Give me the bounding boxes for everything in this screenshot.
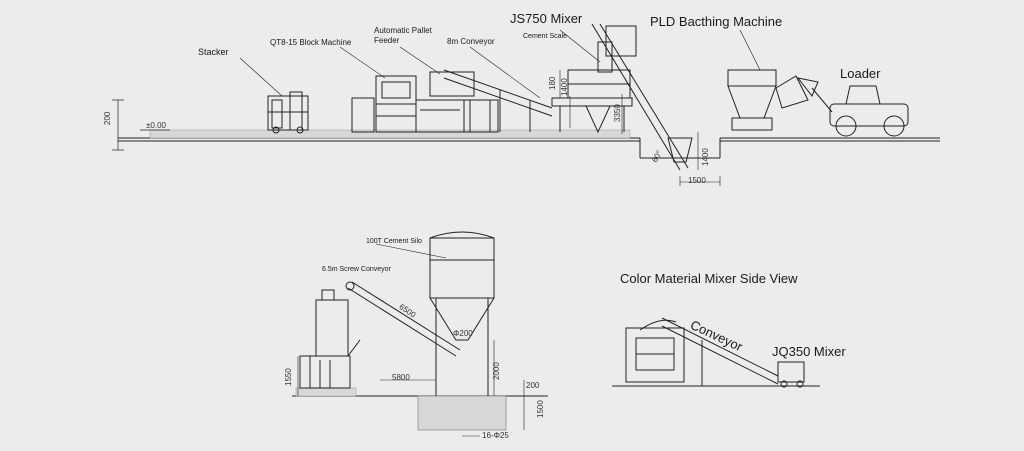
dim-1500: 1500 <box>688 176 706 185</box>
js750-mixer-drawing <box>551 29 633 134</box>
color-conveyor-drawing <box>661 317 779 386</box>
dim-180: 180 <box>548 76 557 90</box>
block-machine-label: QT8-15 Block Machine <box>270 38 352 47</box>
mixer-label: JS750 Mixer <box>510 11 583 26</box>
dim-level-0: ±0.00 <box>146 121 166 130</box>
cement-silo-drawing <box>375 231 495 396</box>
loader-label: Loader <box>840 66 881 81</box>
dim-phi-200: Φ200 <box>453 329 473 338</box>
dim-5800: 5800 <box>392 373 410 382</box>
screw-conveyor-label: 6.5m Screw Conveyor <box>322 266 391 273</box>
dim-200-right: 200 <box>526 381 540 390</box>
conveyor-8m-drawing <box>443 46 553 132</box>
cement-scale-label: Cement Scale <box>523 33 567 40</box>
screw-conveyor-drawing <box>345 281 461 357</box>
bottom-mixer-drawing <box>299 289 361 389</box>
dim-3350: 3350 <box>613 104 622 122</box>
ground-line-top <box>118 129 940 159</box>
dim-2000: 2000 <box>492 362 501 380</box>
dim-1400-b: 1400 <box>701 148 710 166</box>
jq350-mixer-label: JQ350 Mixer <box>772 344 846 359</box>
pallet-feeder-drawing <box>399 46 499 133</box>
dim-1500-vertical: 1500 <box>536 400 545 418</box>
skip-hoist-drawing <box>591 23 693 171</box>
dim-16-phi-25: 16-Φ25 <box>482 431 509 440</box>
dims-mixer <box>559 70 721 186</box>
dim-1550: 1550 <box>284 368 293 386</box>
conveyor-8m-label: 8m Conveyor <box>447 37 495 46</box>
color-mixer-drawing <box>612 319 820 387</box>
pallet-feeder-label-1: Automatic Pallet <box>374 26 432 35</box>
cement-silo-label: 100T Cement Silo <box>366 238 422 245</box>
pallet-feeder-label-2: Feeder <box>374 36 400 45</box>
batching-machine-drawing <box>727 29 809 131</box>
silo-dims <box>297 340 525 437</box>
stacker-label: Stacker <box>198 47 229 57</box>
block-machine-drawing <box>339 46 465 133</box>
batching-machine-label: PLD Bacthing Machine <box>650 14 783 29</box>
dim-200-left: 200 <box>103 111 112 125</box>
stacker-drawing <box>239 57 309 134</box>
silo-ground <box>292 387 548 431</box>
color-mixer-title: Color Material Mixer Side View <box>620 271 798 286</box>
loader-drawing <box>796 77 909 137</box>
dim-1400-a: 1400 <box>560 78 569 96</box>
dim-200-left <box>112 99 170 151</box>
jq350-mixer-drawing <box>777 361 805 388</box>
